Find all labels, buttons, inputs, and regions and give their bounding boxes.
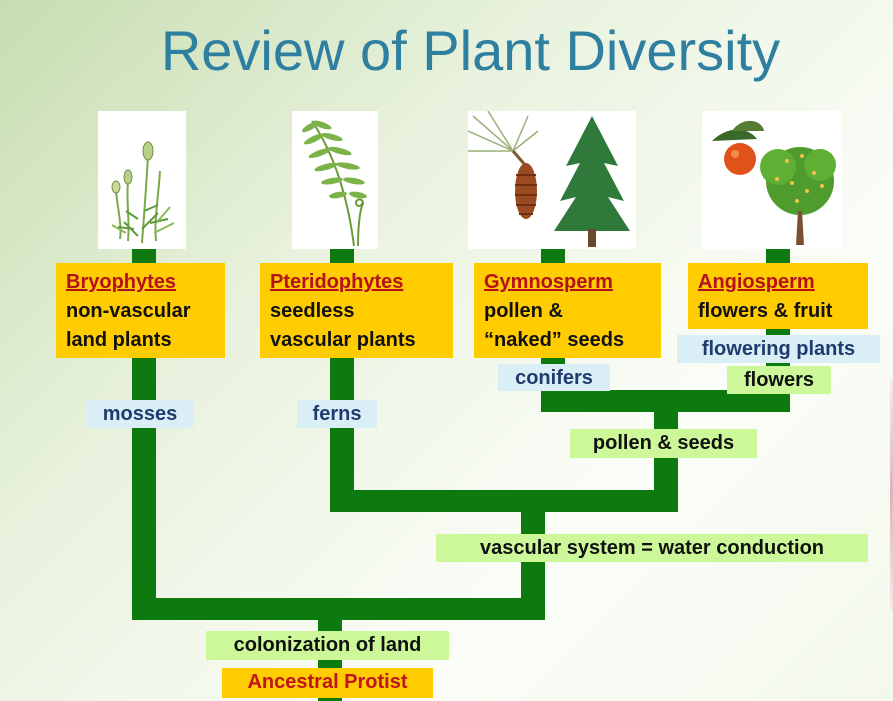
innovation-colonization-of-land: colonization of land	[206, 631, 449, 660]
slide-edge-decoration	[890, 380, 893, 610]
group-name-angiosperm: Angiosperm	[698, 271, 815, 293]
page-title: Review of Plant Diversity	[160, 19, 781, 82]
group-desc-line2: “naked” seeds	[484, 329, 625, 351]
group-desc-line1: flowers & fruit	[698, 300, 833, 322]
innovation-pollen-seeds: pollen & seeds	[570, 429, 757, 458]
group-box-gymnosperm: Gymnosperm pollen & “naked” seeds	[474, 263, 661, 358]
group-name-bryophytes: Bryophytes	[66, 271, 177, 293]
innovation-vascular-system: vascular system = water conduction	[436, 534, 868, 562]
root-ancestral-protist: Ancestral Protist	[222, 668, 433, 698]
group-box-pteridophytes: Pteridophytes seedless vascular plants	[260, 263, 453, 358]
vascular-crossbar	[330, 490, 678, 512]
gymnosperm-image	[468, 111, 636, 249]
angiosperm-image	[702, 111, 842, 249]
fern-image	[292, 111, 378, 249]
common-name-conifers: conifers	[498, 364, 610, 391]
group-name-pteridophytes: Pteridophytes	[270, 271, 404, 293]
group-desc-line1: non-vascular	[66, 300, 191, 322]
common-name-flowering-plants: flowering plants	[677, 335, 880, 363]
group-name-gymnosperm: Gymnosperm	[484, 271, 613, 293]
moss-image	[98, 111, 186, 249]
group-desc-line2: vascular plants	[270, 329, 416, 351]
common-name-ferns: ferns	[297, 400, 377, 428]
group-desc-line2: land plants	[66, 329, 172, 351]
group-desc-line1: pollen &	[484, 300, 563, 322]
innovation-flowers: flowers	[727, 366, 831, 394]
group-box-bryophytes: Bryophytes non-vascular land plants	[56, 263, 225, 358]
common-name-mosses: mosses	[86, 400, 194, 428]
group-desc-line1: seedless	[270, 300, 355, 322]
group-box-angiosperm: Angiosperm flowers & fruit	[688, 263, 868, 329]
